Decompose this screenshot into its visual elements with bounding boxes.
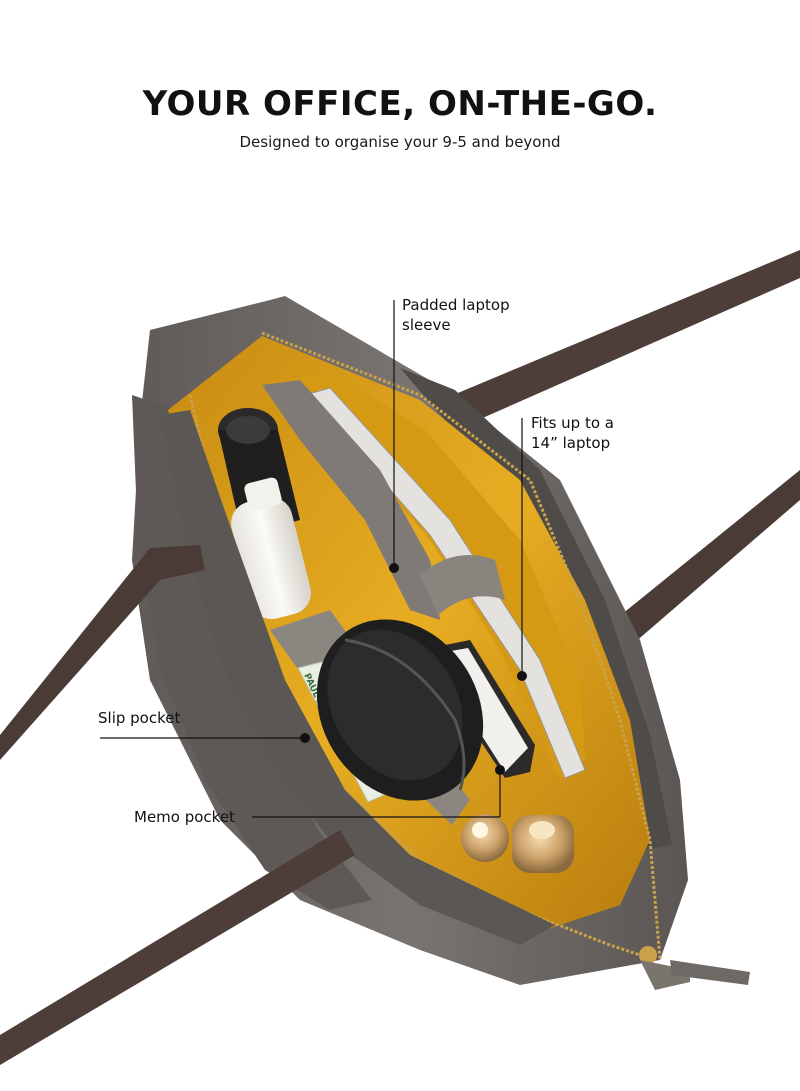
page-title: YOUR OFFICE, ON-THE-GO. xyxy=(142,84,658,124)
callout-text: 14” laptop xyxy=(531,434,611,452)
front-strap xyxy=(0,545,355,1065)
page-subtitle: Designed to organise your 9-5 and beyond xyxy=(239,133,561,151)
back-strap xyxy=(398,250,800,668)
callout-text: sleeve xyxy=(402,316,451,334)
callout-lines xyxy=(100,300,523,818)
zipper-pull xyxy=(639,946,750,990)
callout-text: Fits up to a xyxy=(531,414,614,432)
elastic-strap xyxy=(420,555,505,615)
bag-front-panel xyxy=(160,410,555,945)
callout-padded-laptop-sleeve: Padded laptop sleeve xyxy=(402,295,510,335)
divider-panel xyxy=(262,380,440,620)
callout-fits-laptop: Fits up to a 14” laptop xyxy=(531,413,614,453)
callout-slip-pocket: Slip pocket xyxy=(98,709,181,727)
tech-pouch xyxy=(316,619,484,801)
zipper xyxy=(261,331,662,961)
callout-text: Padded laptop xyxy=(402,296,510,314)
callout-dots xyxy=(300,563,527,775)
glass-jars xyxy=(461,814,574,873)
bag-inner-wall xyxy=(400,368,672,850)
callout-memo-pocket: Memo pocket xyxy=(134,808,235,826)
